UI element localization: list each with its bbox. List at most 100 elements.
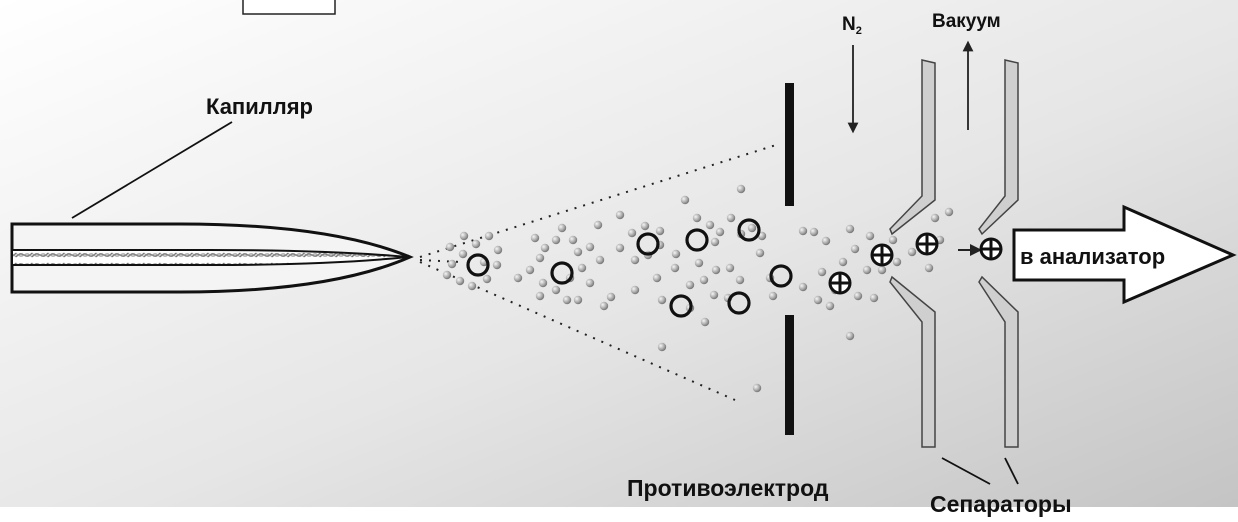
gas-particle [577,263,587,273]
analyzer-label: в анализатор [1020,244,1165,269]
charged-droplet [636,232,660,256]
gas-particle [445,242,455,252]
ion-icon [979,237,1003,261]
top-box [242,0,336,15]
nitrogen-label-sub: 2 [856,25,862,37]
gas-particle [458,249,468,259]
gas-particle [755,248,765,258]
gas-particle [821,236,831,246]
separators-pointer-1 [941,457,991,485]
gas-particle [640,221,650,231]
gas-particle [825,301,835,311]
gas-particle [657,295,667,305]
gas-particle [752,383,762,393]
gas-particle [657,342,667,352]
gas-particle [700,317,710,327]
gas-particle [538,278,548,288]
gas-particle [888,235,898,245]
charged-droplet [685,228,709,252]
separator-1-upper [889,59,936,236]
gas-particle [747,223,757,233]
charged-droplet [727,291,751,315]
ion-icon [870,243,894,267]
gas-particle [869,293,879,303]
gas-particle [699,275,709,285]
gas-particle [705,220,715,230]
gas-particle [862,265,872,275]
gas-particle [482,274,492,284]
gas-particle [471,239,481,249]
gas-particle [711,265,721,275]
ion-icon [828,271,852,295]
capillary-inner-channel [11,249,409,266]
capillary [10,121,414,294]
gas-particle [593,220,603,230]
gas-particle [850,244,860,254]
gas-particle [573,295,583,305]
separator-2-upper [978,59,1019,236]
gas-particle [853,291,863,301]
gas-particle [736,184,746,194]
gas-particle [768,291,778,301]
gas-particle [442,270,452,280]
gas-particle [725,263,735,273]
nitrogen-label: N2 [842,14,862,37]
gas-particle [595,255,605,265]
gas-particle [652,273,662,283]
gas-particle [562,295,572,305]
gas-particle [551,285,561,295]
gas-particle [817,267,827,277]
separators-label: Сепараторы [930,491,1072,517]
gas-particle [492,260,502,270]
gas-particle [865,231,875,241]
gas-particle [459,231,469,241]
gas-particle [484,231,494,241]
charged-droplet [669,294,693,318]
gas-particle [809,227,819,237]
gas-particle [813,295,823,305]
gas-particle [798,282,808,292]
gas-particle [944,207,954,217]
gas-particle [930,213,940,223]
gas-particle [907,247,917,257]
gas-particle [627,228,637,238]
ions [828,232,1003,295]
charged-droplet [466,253,490,277]
vacuum-label: Вакуум [932,11,1001,32]
nitrogen-label-main: N [842,14,856,35]
separators [889,59,1019,448]
counter-electrode-upper-plate [785,83,794,206]
gas-particle [615,243,625,253]
gas-particle [551,235,561,245]
capillary-pointer-line [71,121,233,219]
analyzer-arrow [1012,204,1237,305]
separators-pointer-2 [1004,457,1019,485]
separator-2-lower [978,275,1019,448]
gas-particle [467,281,477,291]
gas-particle [585,242,595,252]
gas-particle [525,265,535,275]
gas-particle [573,247,583,257]
separator-1-lower [889,275,936,448]
gas-particle [692,213,702,223]
bottom-strip [0,507,1238,522]
gas-particle [630,285,640,295]
gas-particle [599,301,609,311]
charged-droplet [769,264,793,288]
gas-particle [606,292,616,302]
charged-droplet [737,218,761,242]
gas-particle [892,257,902,267]
particles [442,184,954,393]
spray-cone-lower-line [419,261,736,401]
spray-cone [419,144,777,401]
gas-particle [670,263,680,273]
gas-particle [513,273,523,283]
gas-particle [680,195,690,205]
gas-particle [709,290,719,300]
gas-particle [630,255,640,265]
gas-particle [493,245,503,255]
gas-particle [447,259,457,269]
gas-particle [568,235,578,245]
gas-particle [726,213,736,223]
